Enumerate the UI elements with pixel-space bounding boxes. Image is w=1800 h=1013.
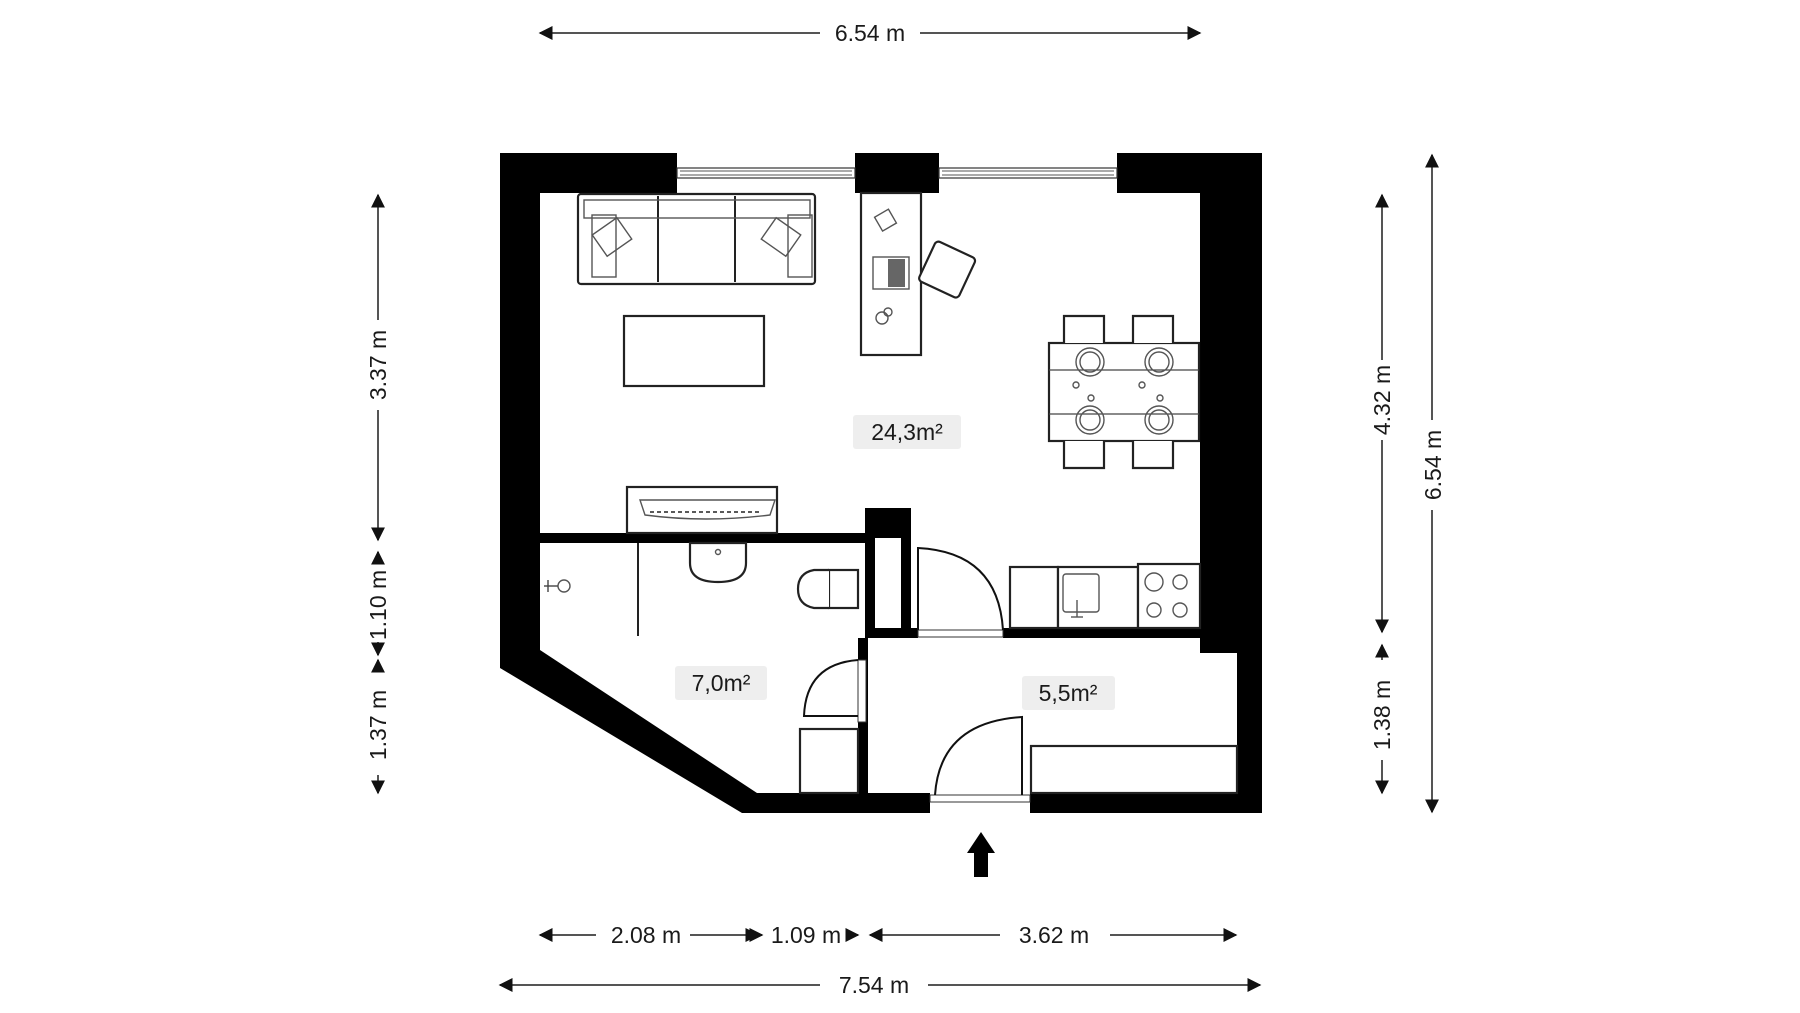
dimension-label: 1.09 m [771, 922, 841, 948]
svg-text:24,3m²: 24,3m² [871, 419, 943, 445]
dimension-left: 3.37 m 1.10 m 1.37 m [365, 193, 391, 795]
svg-text:7,0m²: 7,0m² [692, 670, 751, 696]
window-right [938, 167, 1118, 179]
office-chair-icon [918, 240, 977, 299]
entrance-door-icon[interactable] [929, 715, 1031, 803]
entrance-arrow-icon [967, 832, 995, 877]
dimension-label: 7.54 m [839, 972, 909, 998]
window-left [676, 167, 856, 179]
wardrobe-icon [1029, 744, 1239, 795]
washbasin-icon [688, 541, 748, 584]
dimension-label: 1.10 m [365, 570, 391, 640]
svg-text:5,5m²: 5,5m² [1039, 680, 1098, 706]
bathroom-door-icon[interactable] [802, 659, 867, 723]
dimension-right: 4.32 m 1.38 m 6.54 m [1369, 153, 1446, 814]
tv-stand-icon [625, 485, 779, 535]
bathroom-cabinet-icon [798, 727, 860, 795]
kitchen-counter-icon [1008, 565, 1140, 630]
walls [500, 153, 1262, 813]
dimension-label: 6.54 m [1420, 430, 1446, 500]
toilet-icon [796, 568, 860, 610]
stove-icon [1136, 562, 1202, 630]
dimension-label: 1.37 m [365, 690, 391, 760]
coffee-table-icon [622, 314, 766, 388]
dimension-label: 3.37 m [365, 330, 391, 400]
kitchen-door-icon[interactable] [917, 546, 1004, 638]
dimension-label: 4.32 m [1369, 365, 1395, 435]
dimension-label: 6.54 m [835, 20, 905, 46]
dining-table-icon [1047, 341, 1201, 443]
dimension-label: 2.08 m [611, 922, 681, 948]
dimension-label: 1.38 m [1369, 680, 1395, 750]
area-label-hallway: 5,5m² [1022, 676, 1115, 710]
sofa-icon [576, 192, 817, 286]
area-label-living-room: 24,3m² [853, 415, 961, 449]
area-label-bathroom: 7,0m² [675, 666, 767, 700]
bathtub-faucet-icon [544, 579, 571, 593]
dining-chairs-icon [1062, 314, 1175, 470]
dimension-top-width: 6.54 m [538, 20, 1202, 46]
desk-icon [859, 191, 923, 357]
dimension-bottom: 2.08 m 1.09 m 3.62 m 7.54 m [498, 922, 1262, 998]
dimension-label: 3.62 m [1019, 922, 1089, 948]
